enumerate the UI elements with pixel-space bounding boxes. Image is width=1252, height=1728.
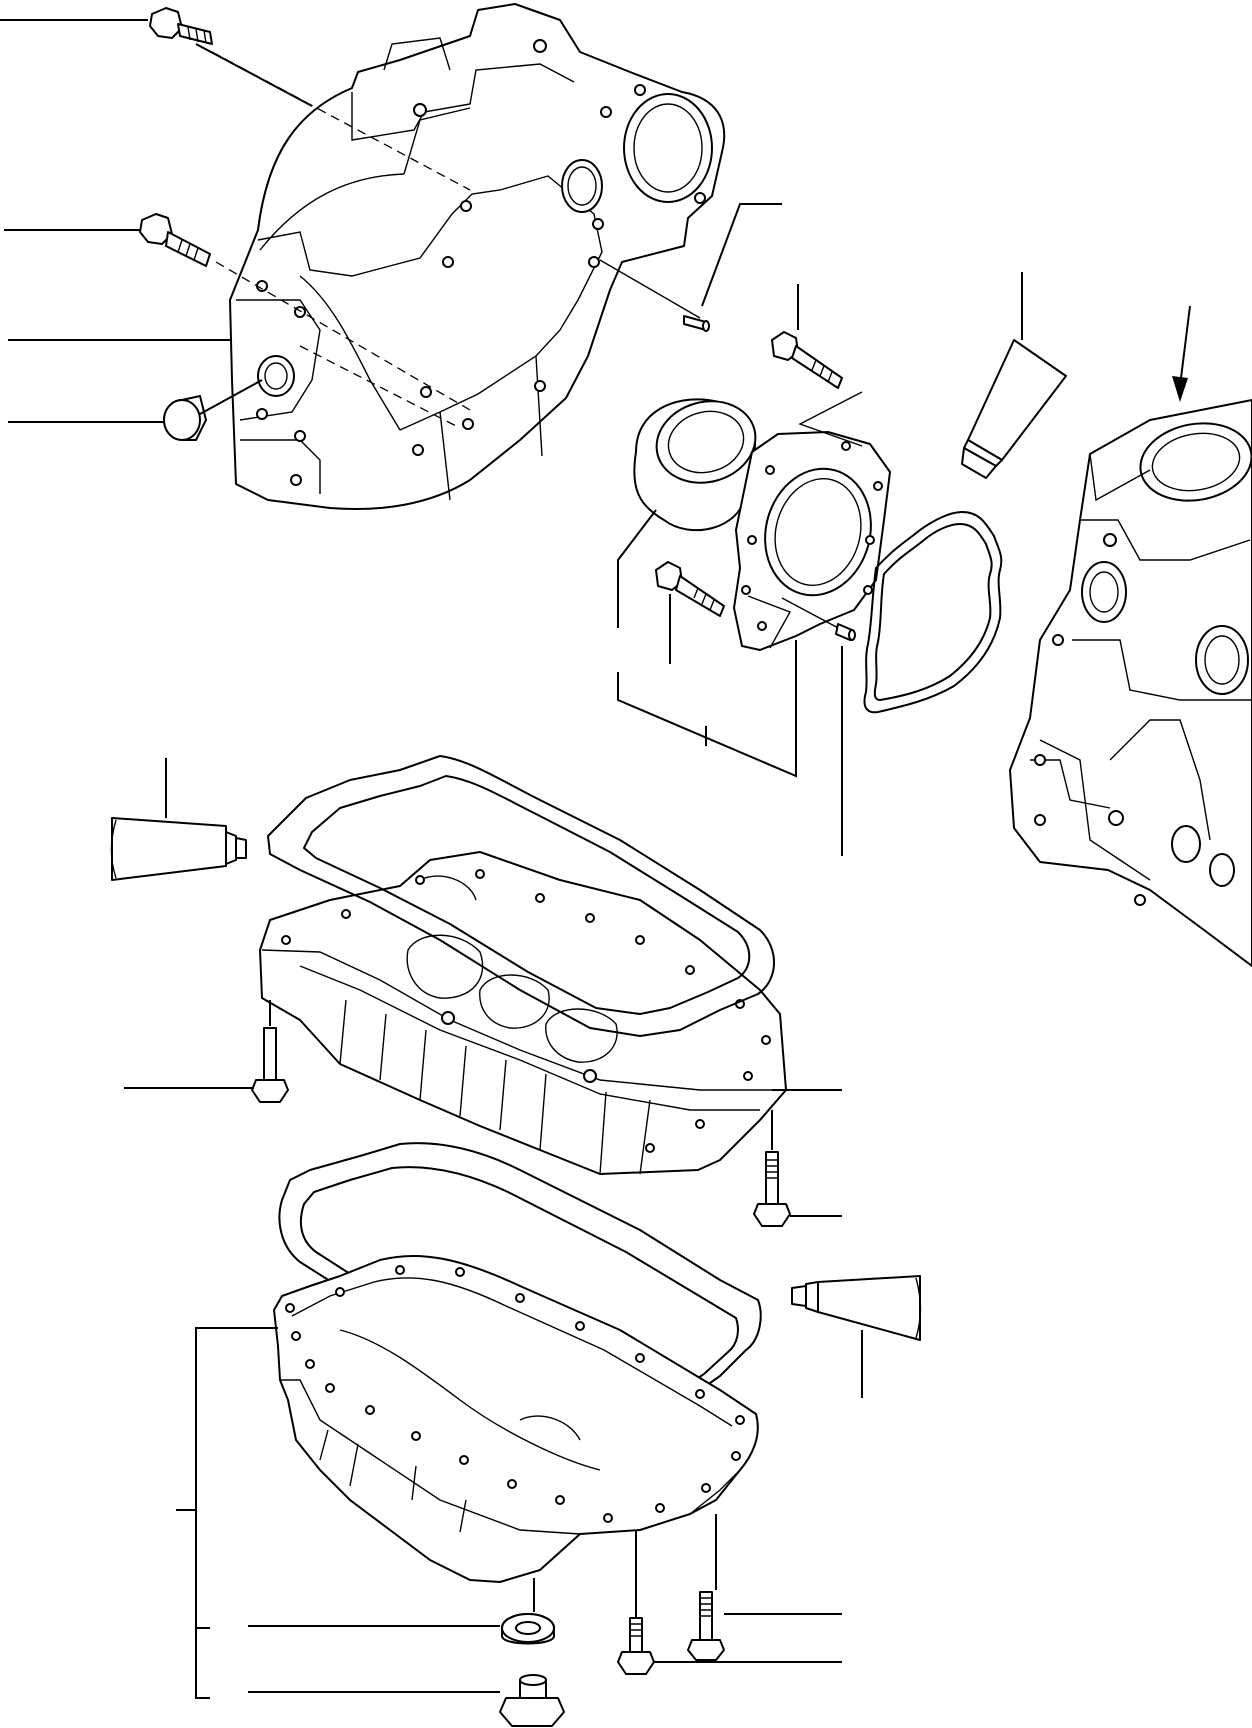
leader-line	[798, 391, 863, 447]
seal-retainer-plate	[733, 431, 891, 651]
dowel-pin-upper	[683, 315, 710, 332]
lower-pan-bolt	[687, 1591, 725, 1661]
cylinder-block	[1009, 399, 1252, 967]
sealant-tube-upper	[961, 339, 1067, 479]
retainer-bolt-upper	[771, 331, 843, 389]
housing-plug	[163, 395, 207, 441]
view-arrow	[1172, 305, 1191, 402]
dowel-pin-lower	[835, 623, 856, 641]
housing-bolt-top	[149, 7, 213, 45]
housing-bolt-middle	[139, 213, 211, 267]
drain-plug-washer	[501, 1613, 555, 1645]
lower-pan-gasket	[278, 1142, 762, 1421]
dowel-axis-line	[599, 259, 701, 319]
callout-leaders	[0, 19, 1023, 1699]
upper-pan-bolt-left	[251, 1027, 289, 1103]
retainer-gasket	[863, 511, 1003, 714]
crankshaft-rear-seal	[633, 398, 757, 532]
dowel-axis-line	[781, 597, 843, 631]
sealant-tube-right	[791, 1275, 922, 1341]
drain-plug	[499, 1674, 565, 1727]
retainer-bolt-lower	[655, 561, 725, 617]
flywheel-housing	[229, 3, 726, 511]
upper-oil-pan	[259, 851, 787, 1175]
upper-pan-bolt-right	[753, 1151, 791, 1227]
lower-pan-bolt-short	[617, 1617, 655, 1675]
bolt-axis-line	[215, 261, 471, 411]
oil-pan-gasket	[267, 755, 775, 1037]
sealant-tube-left	[110, 817, 247, 881]
lower-oil-pan	[273, 1254, 759, 1583]
